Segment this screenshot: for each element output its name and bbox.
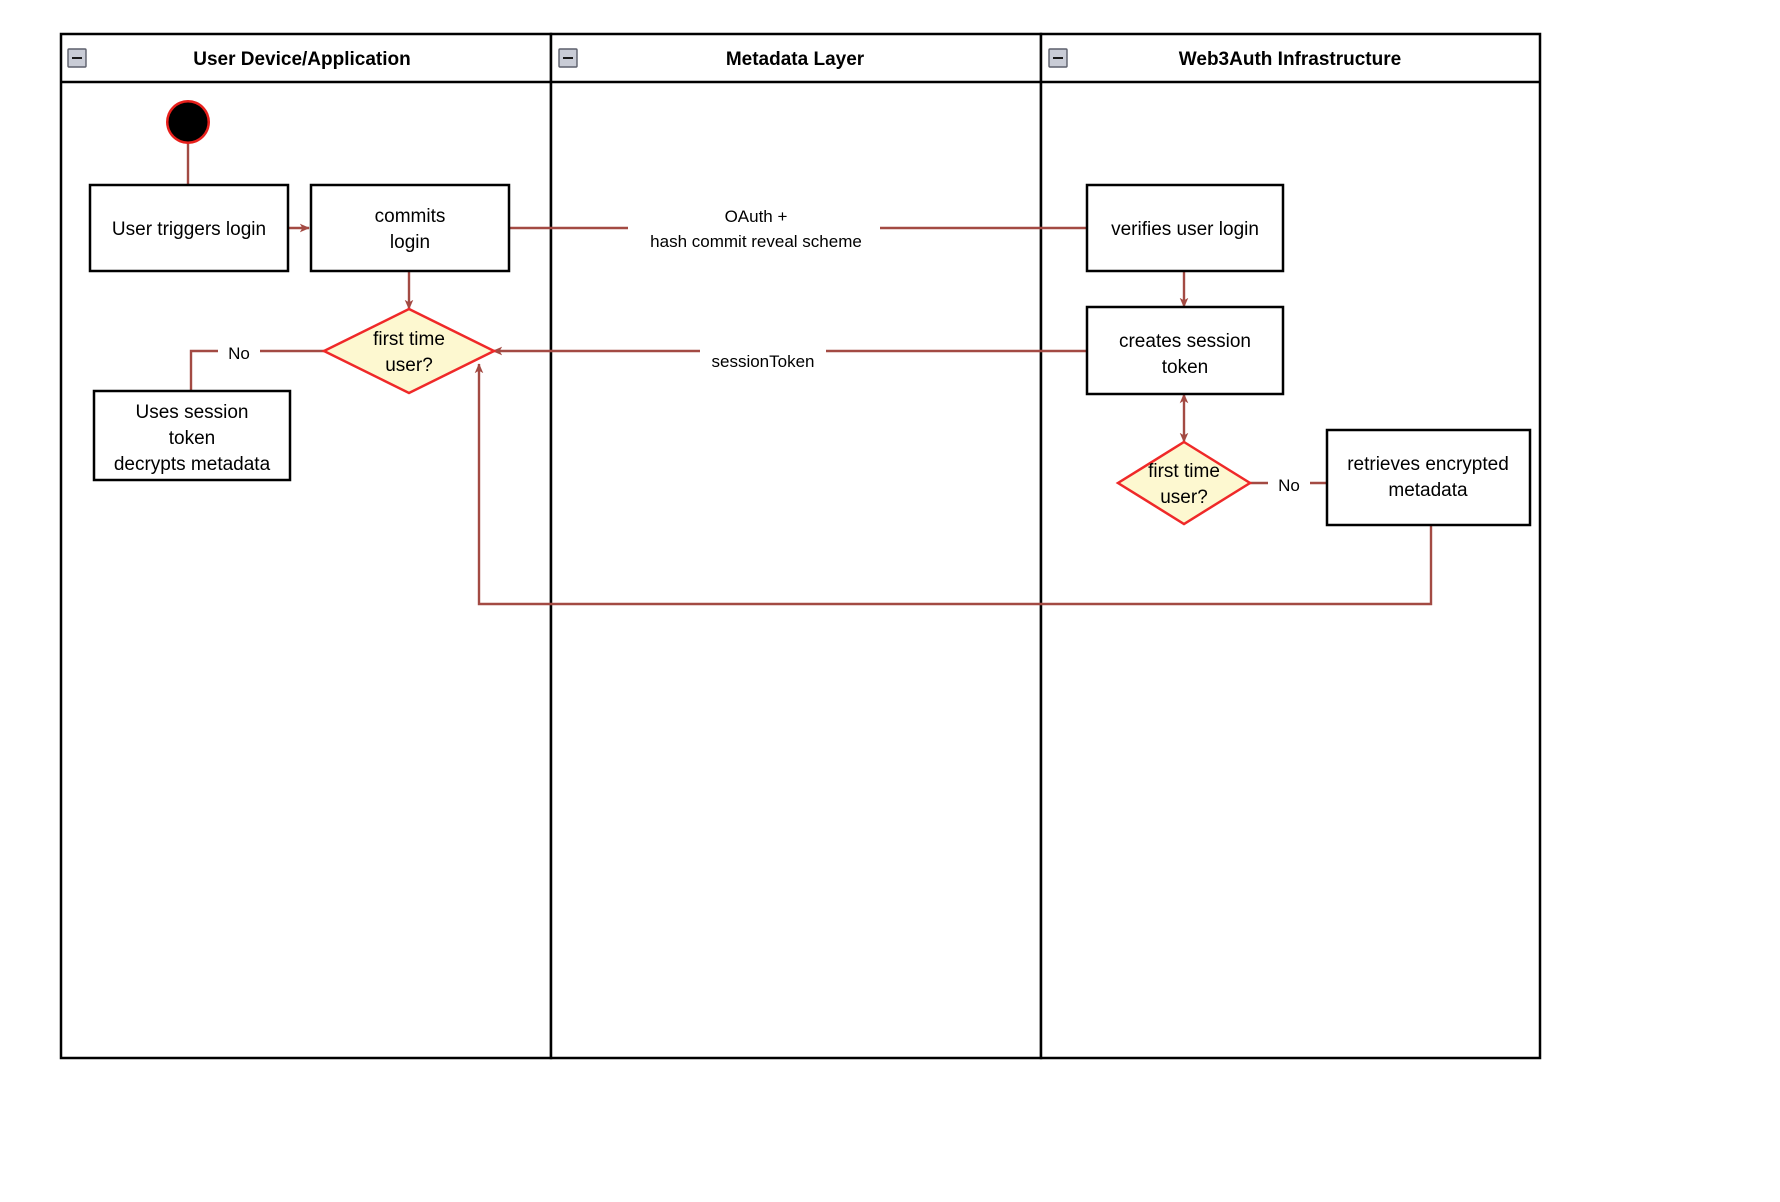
activity-label-line1: commits <box>375 206 446 227</box>
lane-title-user-device: User Device/Application <box>193 49 411 70</box>
collapse-minus-icon[interactable] <box>558 48 578 68</box>
activity-label: User triggers login <box>112 219 266 240</box>
activity-user-triggers-login[interactable]: User triggers login <box>88 183 290 273</box>
activity-verifies-user-login[interactable]: verifies user login <box>1085 183 1285 273</box>
edge-label-session-token: sessionToken <box>700 342 826 371</box>
collapse-minus-icon[interactable] <box>1048 48 1068 68</box>
decision-label-line2: user? <box>1160 487 1208 508</box>
decision-first-time-user-right[interactable]: first time user? <box>1115 440 1253 526</box>
activity-label-line2: token <box>169 428 215 449</box>
activity-label-line2: metadata <box>1388 480 1468 501</box>
activity-commits-login[interactable]: commits login <box>309 183 511 273</box>
edge-label-no-right: No <box>1268 471 1310 497</box>
lane-header-web3auth: Web3Auth Infrastructure <box>1048 48 1401 70</box>
edge-label-line1: OAuth + <box>725 207 788 226</box>
edge-label-oauth: OAuth + hash commit reveal scheme <box>628 200 880 252</box>
collapse-minus-icon[interactable] <box>67 48 87 68</box>
activity-retrieves-encrypted-metadata[interactable]: retrieves encrypted metadata <box>1325 428 1532 527</box>
lane-title-metadata-layer: Metadata Layer <box>726 49 865 70</box>
activity-label-line1: Uses session <box>136 402 249 423</box>
activity-label-line3: decrypts metadata <box>114 454 271 475</box>
decision-label-line1: first time <box>373 329 445 350</box>
initial-node[interactable] <box>166 100 210 144</box>
flow-no-to-uses-session-token <box>189 349 345 391</box>
activity-label-line1: retrieves encrypted <box>1347 454 1509 475</box>
lane-header-metadata-layer: Metadata Layer <box>558 48 865 70</box>
activity-creates-session-token[interactable]: creates session token <box>1085 305 1285 396</box>
edge-label-no-left: No <box>218 339 260 365</box>
lane-title-web3auth: Web3Auth Infrastructure <box>1179 49 1401 70</box>
activity-label-line1: creates session <box>1119 331 1251 352</box>
flow-retrieves-metadata-back-to-first-time-user-left <box>474 363 1433 606</box>
lane-header-user-device: User Device/Application <box>67 48 411 70</box>
activity-label-line2: token <box>1162 357 1208 378</box>
activity-label-line2: login <box>390 232 430 253</box>
decision-label-line2: user? <box>385 355 433 376</box>
decision-first-time-user-left[interactable]: first time user? <box>321 307 497 395</box>
activity-label: verifies user login <box>1111 219 1259 240</box>
activity-uses-session-token[interactable]: Uses session token decrypts metadata <box>92 389 292 482</box>
edge-label: No <box>1278 476 1300 495</box>
edge-label-line2: hash commit reveal scheme <box>650 232 862 251</box>
lane-metadata-layer[interactable] <box>549 32 1043 1060</box>
decision-label-line1: first time <box>1148 461 1220 482</box>
edge-label: sessionToken <box>711 352 814 371</box>
edge-label: No <box>228 344 250 363</box>
